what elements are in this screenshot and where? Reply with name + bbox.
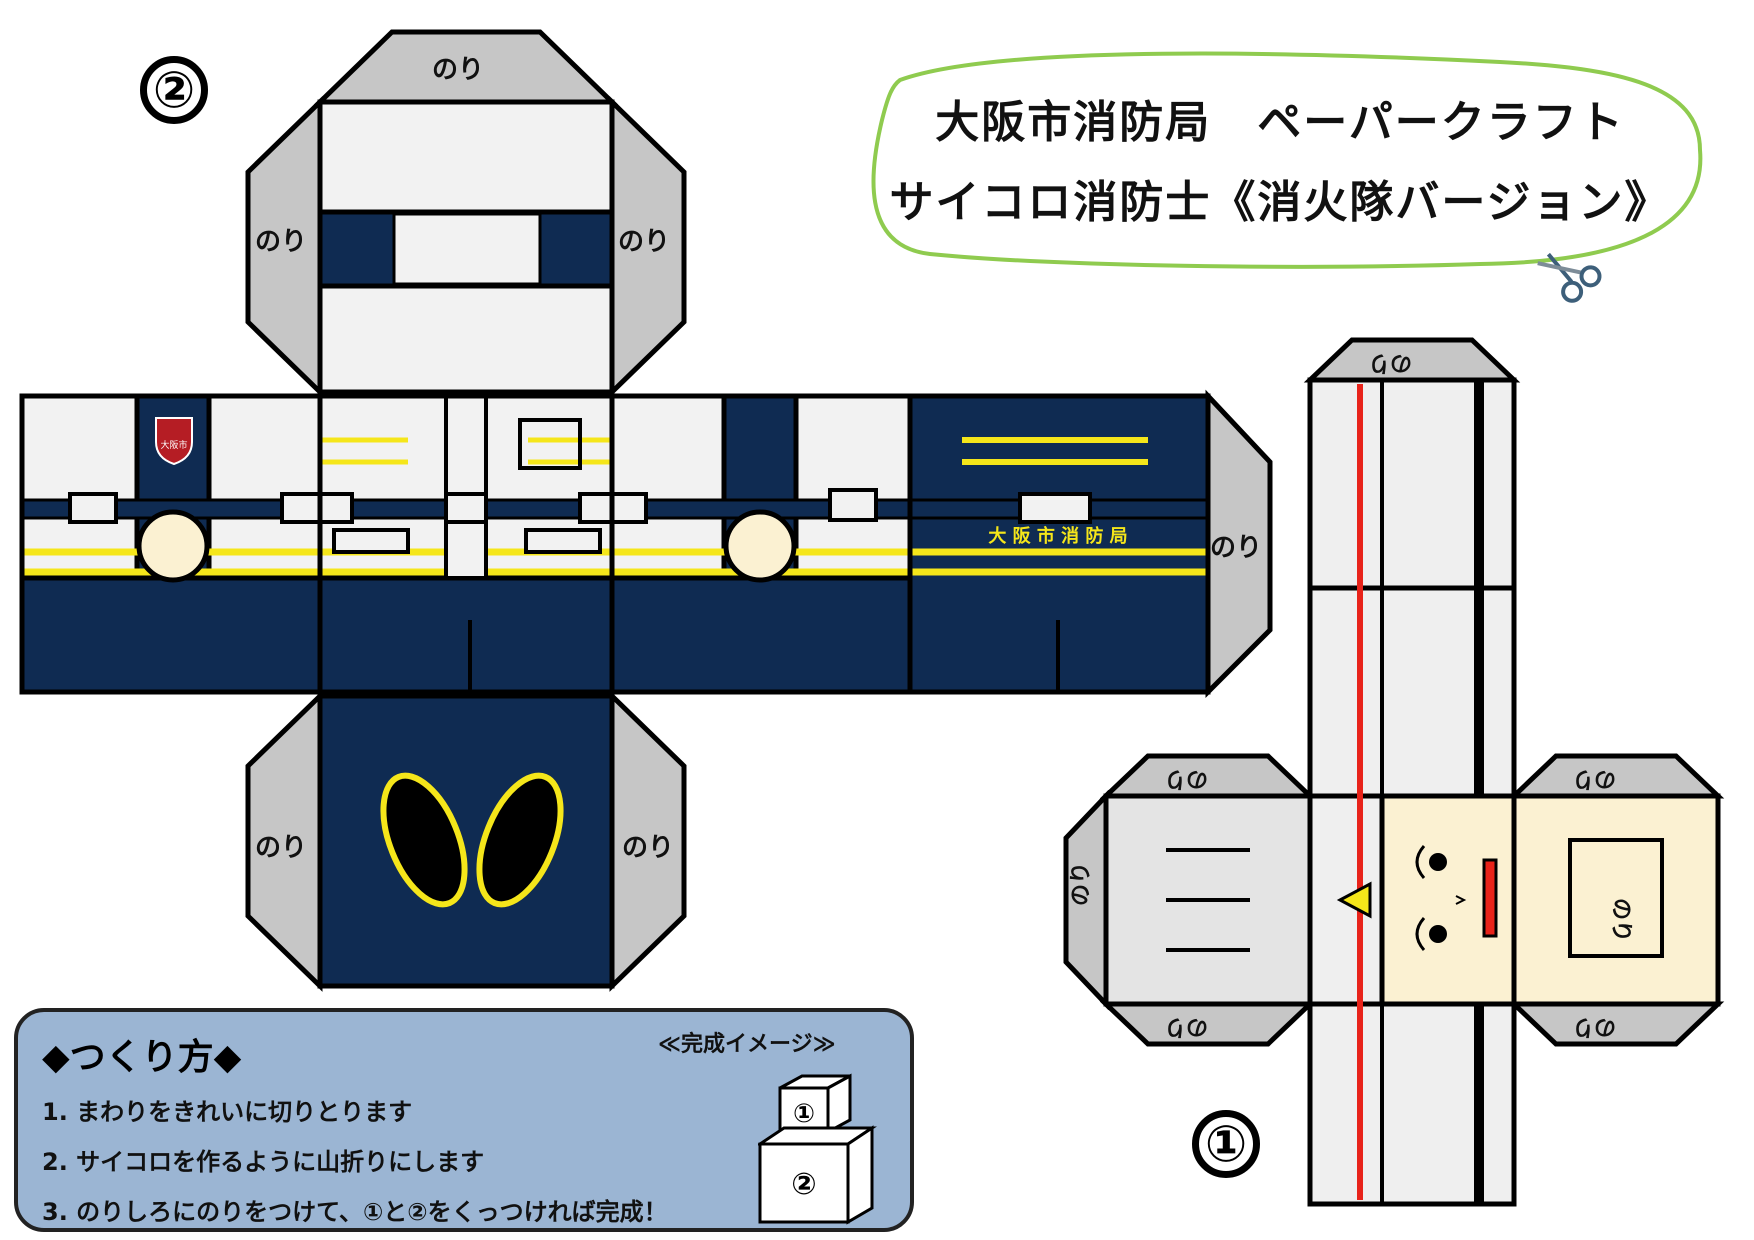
emblem-text: 大阪市 [160, 439, 187, 451]
instructions-heading: ◆つくり方◆ [42, 1037, 242, 1078]
helmet-badge [1336, 881, 1372, 919]
glue-label: のり [1164, 766, 1208, 791]
hand-circle [723, 509, 797, 583]
glue-labels-part2: のり のり のり のり のり のり [255, 55, 1262, 863]
boot-left [380, 772, 468, 908]
title-line-1: 大阪市消防局 ペーパークラフト [935, 97, 1625, 148]
body-lettering: 大 阪 市 消 防 局 [988, 525, 1127, 547]
glue-label: のり [1572, 1014, 1616, 1039]
glue-flap [1205, 389, 1273, 699]
visor [392, 212, 542, 286]
boots-face [317, 693, 615, 989]
glue-label: のり [1608, 898, 1633, 942]
face-back [1511, 793, 1721, 1007]
part1-net [1063, 337, 1725, 1207]
instruction-step-3: 3. のりしろにのりをつけて、①と②をくっつければ完成！ [42, 1198, 668, 1226]
glue-label: のり [1368, 350, 1412, 375]
title-cloud [871, 51, 1703, 269]
boot-right [476, 772, 564, 908]
glue-square [1568, 838, 1664, 958]
hand-circle [136, 509, 210, 583]
glue-label: のり [432, 55, 484, 85]
completed-image-label: ≪完成イメージ≫ [658, 1032, 836, 1057]
part1-number: ① [1192, 1110, 1260, 1178]
eye [1429, 925, 1447, 943]
glue-label: のり [255, 227, 307, 257]
scissors-icon [1537, 252, 1602, 303]
glue-label: のり [1210, 533, 1262, 563]
glue-label: のり [622, 833, 674, 863]
face-features [1415, 845, 1467, 951]
glue-label: のり [1164, 1014, 1208, 1039]
glue-labels-part1: のり のり のり のり のり のり のり [1069, 350, 1633, 1039]
cube-top-label: ① [793, 1099, 815, 1129]
instruction-step-2: 2. サイコロを作るように山折りにします [42, 1148, 485, 1176]
nose [1455, 895, 1467, 905]
part2-number: ② [140, 56, 208, 124]
fire-emblem-icon [155, 417, 193, 466]
part2-net [19, 29, 1273, 992]
title: 大阪市消防局 ペーパークラフト サイコロ消防士《消火隊バージョン》 [870, 62, 1690, 252]
eye [1429, 853, 1447, 871]
instructions-panel: ◆つくり方◆ ≪完成イメージ≫ 1. まわりをきれいに切りとります 2. サイコ… [14, 1008, 914, 1232]
glue-label: のり [618, 227, 670, 257]
completed-cube-illustration: ① ② [758, 1073, 877, 1225]
glue-label: のり [255, 833, 307, 863]
glue-label: のり [1572, 766, 1616, 791]
cube-bottom-label: ② [791, 1167, 816, 1202]
instruction-step-1: 1. まわりをきれいに切りとります [42, 1098, 413, 1126]
title-line-2: サイコロ消防士《消火隊バージョン》 [889, 177, 1671, 228]
mouth [1482, 858, 1498, 938]
glue-label: のり [1069, 862, 1094, 906]
